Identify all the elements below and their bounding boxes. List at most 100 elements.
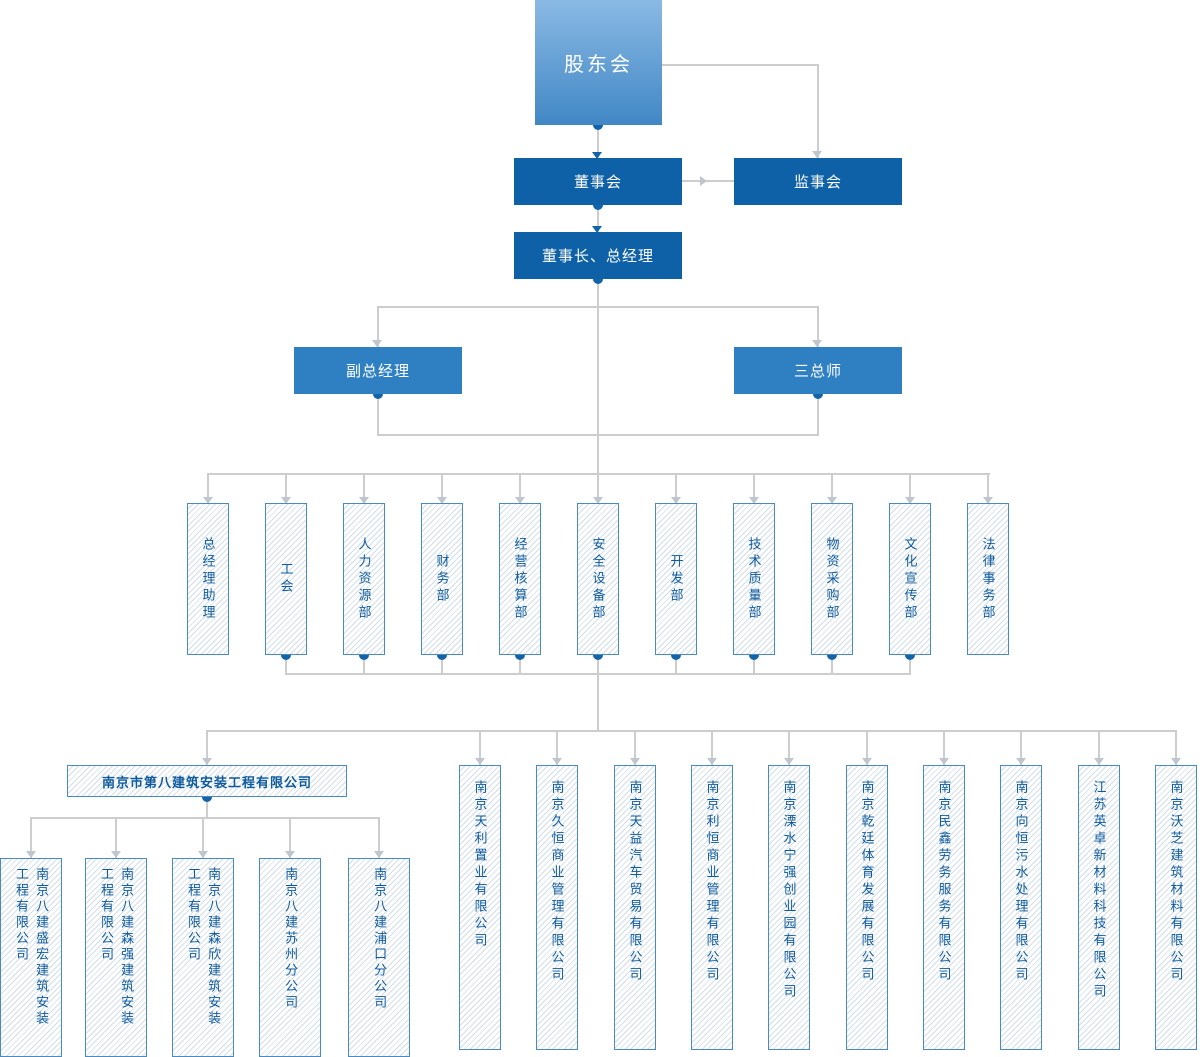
connector-node-icon [905,655,915,660]
subsidiary-label: 南京天利置业有限公司 [472,780,488,950]
connector-line [675,475,677,503]
subsidiary-label: 南京利恒商业管理有限公司 [704,780,720,984]
connector-line [866,732,868,765]
subsidiary-box-minxin-labor: 南京民鑫劳务服务有限公司 [923,765,965,1050]
three-chiefs-box: 三总师 [734,347,902,394]
connector-line [377,306,819,308]
connector-line [1098,732,1100,765]
connector-node-icon [749,655,759,660]
dept-box-gm-assistant: 总经理助理 [187,503,229,655]
connector-node-icon [515,655,525,660]
connector-line [909,655,911,675]
connector-node-icon [202,797,212,802]
branch-box-senxin: 南京八建森欣建筑安装 工程有限公司 [172,858,234,1057]
connector-line [441,475,443,503]
connector-line [753,655,755,675]
connector-line [206,730,1177,732]
arrow-down-icon [111,851,121,858]
dept-box-culture-publicity: 文化宣传部 [889,503,931,655]
connector-line [682,180,734,182]
connector-node-icon [359,655,369,660]
deputy-gm-box: 副总经理 [294,347,462,394]
arrow-down-icon [812,340,822,347]
subsidiary-box-yingzhuo-materials: 江苏英卓新材料科技有限公司 [1078,765,1120,1050]
connector-line [115,819,117,858]
arrow-down-icon [1016,758,1026,765]
arrow-down-icon [285,851,295,858]
arrow-down-icon [475,758,485,765]
board-box: 董事会 [514,158,682,205]
dept-label: 法律事务部 [980,536,996,622]
chairman-gm-box: 董事长、总经理 [514,232,682,279]
dept-label: 总经理助理 [200,536,216,622]
subsidiary-box-qianting-sports: 南京乾廷体育发展有限公司 [846,765,888,1050]
connector-line [597,655,599,675]
dept-label: 技术质量部 [746,536,762,622]
connector-line [206,732,208,765]
branch-label: 南京八建森欣建筑安装 工程有限公司 [186,867,222,1027]
arrow-down-icon [905,497,915,504]
connector-node-icon [593,655,603,660]
connector-line [1175,732,1177,765]
connector-node-icon [827,655,837,660]
arrow-down-icon [983,497,993,504]
arrow-down-icon [827,497,837,504]
subsidiary-label: 南京溧水宁强创业园有限公司 [781,780,797,1001]
connector-line [363,655,365,675]
connector-line [206,797,208,819]
arrow-down-icon [515,497,525,504]
dept-label: 安全设备部 [590,536,606,622]
connector-node-icon [373,394,383,399]
branch-label: 南京八建浦口分公司 [372,867,388,1011]
connector-line [556,732,558,765]
main-subsidiary-box: 南京市第八建筑安装工程有限公司 [67,765,347,797]
subsidiary-box-liheng-business: 南京利恒商业管理有限公司 [691,765,733,1050]
connector-line [479,732,481,765]
main-subsidiary-label: 南京市第八建筑安装工程有限公司 [101,774,312,790]
connector-line [202,819,204,858]
dept-box-legal-affairs: 法律事务部 [967,503,1009,655]
arrow-down-icon [374,851,384,858]
subsidiary-label: 南京久恒商业管理有限公司 [549,780,565,984]
connector-node-icon [437,655,447,660]
supervisory-board-box: 监事会 [734,158,902,205]
dept-label: 物资采购部 [824,536,840,622]
branch-label: 南京八建苏州分公司 [283,867,299,1011]
branch-box-pukou: 南京八建浦口分公司 [348,858,410,1057]
dept-box-finance: 财务部 [421,503,463,655]
connector-line [909,475,911,503]
connector-node-icon [593,205,603,210]
shareholders-box: 股东会 [535,0,662,125]
connector-line [519,475,521,503]
connector-line [441,655,443,675]
subsidiary-label: 南京沃芝建筑材料有限公司 [1168,780,1184,984]
connector-line [378,819,380,858]
connector-line [207,475,209,503]
dept-box-operations-accounting: 经营核算部 [499,503,541,655]
subsidiary-box-xiangheng-sewage: 南京向恒污水处理有限公司 [1000,765,1042,1050]
connector-node-icon [593,279,603,284]
branch-label: 南京八建盛宏建筑安装 工程有限公司 [14,867,50,1027]
dept-label: 文化宣传部 [902,536,918,622]
connector-line [817,394,819,436]
arrow-down-icon [202,758,212,765]
connector-line [377,434,819,436]
dept-label: 经营核算部 [512,536,528,622]
arrow-down-icon [359,497,369,504]
shareholders-label: 股东会 [564,54,633,76]
connector-line [30,817,380,819]
subsidiary-label: 南京向恒污水处理有限公司 [1013,780,1029,984]
connector-line [788,732,790,765]
subsidiary-label: 南京乾廷体育发展有限公司 [859,780,875,984]
arrow-down-icon [812,151,822,158]
deputy-gm-label: 副总经理 [345,363,410,380]
connector-line [285,673,911,675]
connector-line [675,655,677,675]
arrow-down-icon [437,497,447,504]
arrow-down-icon [671,497,681,504]
arrow-down-icon [1171,758,1181,765]
dept-box-technology-quality: 技术质量部 [733,503,775,655]
connector-line [753,475,755,503]
dept-box-safety-equipment: 安全设备部 [577,503,619,655]
connector-line [597,675,599,732]
